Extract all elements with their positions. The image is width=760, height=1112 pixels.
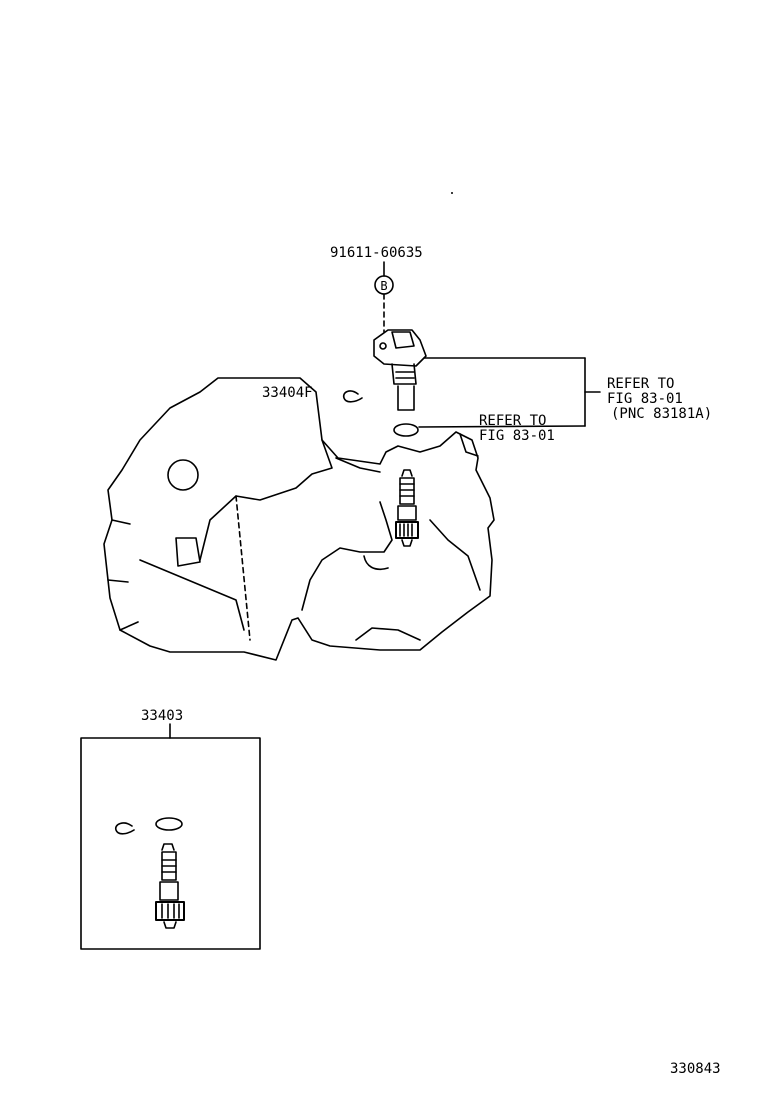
kit-clip-drawing[interactable] bbox=[114, 822, 135, 835]
speed-sensor-drawing[interactable] bbox=[373, 329, 427, 411]
bolt-part-number[interactable]: 91611-60635 bbox=[330, 245, 423, 261]
bolt-marker-letter: B bbox=[380, 279, 387, 293]
sensor-refer-line3[interactable]: (PNC 83181A) bbox=[611, 406, 712, 422]
kit-part-number[interactable]: 33403 bbox=[141, 708, 183, 724]
sensor-refer-line2[interactable]: FIG 83-01 bbox=[607, 391, 683, 407]
oring-refer-line1[interactable]: REFER TO bbox=[479, 413, 546, 429]
o-ring-leader-line bbox=[418, 425, 586, 428]
clip-symbol bbox=[342, 390, 363, 403]
sensor-refer-line1[interactable]: REFER TO bbox=[607, 376, 674, 392]
clip-part-number[interactable]: 33404F bbox=[262, 385, 313, 401]
kit-o-ring-drawing[interactable] bbox=[155, 817, 183, 831]
o-ring-drawing[interactable] bbox=[393, 423, 419, 437]
oring-refer-line2[interactable]: FIG 83-01 bbox=[479, 428, 555, 444]
sensor-reference-leader bbox=[423, 357, 601, 427]
stray-dot bbox=[451, 192, 453, 194]
transaxle-housing-drawing bbox=[103, 377, 495, 661]
figure-code: 330843 bbox=[670, 1061, 721, 1077]
kit-driven-gear-drawing[interactable] bbox=[155, 843, 185, 929]
kit-frame bbox=[80, 737, 261, 950]
driven-gear-drawing[interactable] bbox=[395, 469, 419, 547]
